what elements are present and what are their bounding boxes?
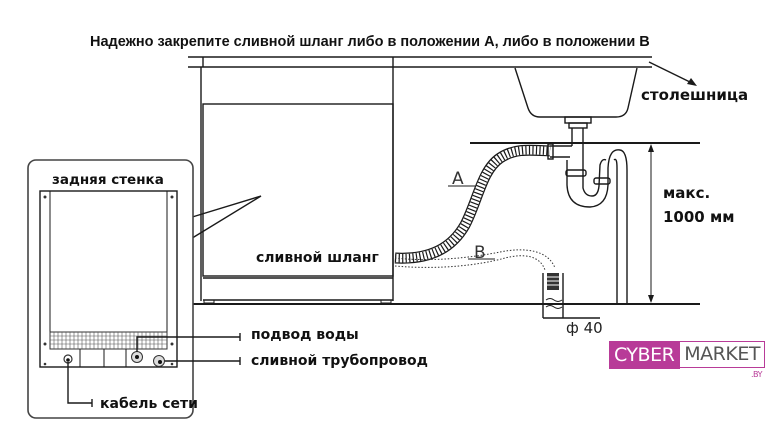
- logo-part-cyber: CYBER: [609, 341, 681, 369]
- drain-hose-position-a: [394, 143, 554, 264]
- diagram-title: Надежно закрепите сливной шланг либо в п…: [90, 34, 650, 50]
- dishwasher-cabinet: [200, 67, 394, 304]
- logo-market-text: MARKET: [684, 343, 760, 365]
- standpipe: [542, 273, 600, 319]
- water-inlet-label: подвод воды: [251, 327, 359, 343]
- countertop-label: столешница: [641, 86, 748, 104]
- grille-mesh: [50, 332, 167, 349]
- power-cable-label: кабель сети: [100, 396, 198, 412]
- max-height-label-line1: макс.: [663, 184, 710, 202]
- max-height-label-line2: 1000 мм: [663, 208, 735, 226]
- back-wall-label: задняя стенка: [52, 172, 164, 188]
- drain-pipe-label: сливной трубопровод: [251, 353, 428, 369]
- position-a-label: A: [452, 169, 464, 189]
- sink-basin: [514, 67, 638, 118]
- callout-pointer: [188, 195, 262, 241]
- drain-hose-label: сливной шланг: [256, 250, 379, 266]
- drain-hose-position-b: [394, 249, 556, 271]
- countertop: [188, 56, 697, 86]
- position-b-label: B: [474, 243, 486, 263]
- sink-drain-fitting: [564, 116, 592, 175]
- siphon-trap: [550, 142, 628, 304]
- diameter-label: ф 40: [566, 319, 603, 337]
- port-leaders: [67, 333, 241, 407]
- cybermarket-logo: CYBER MARKET .BY: [609, 341, 765, 379]
- logo-suffix: .BY: [750, 370, 762, 379]
- back-wall-inset: [27, 159, 194, 419]
- max-height-dimension: [648, 144, 654, 303]
- logo-part-market: MARKET .BY: [680, 341, 765, 379]
